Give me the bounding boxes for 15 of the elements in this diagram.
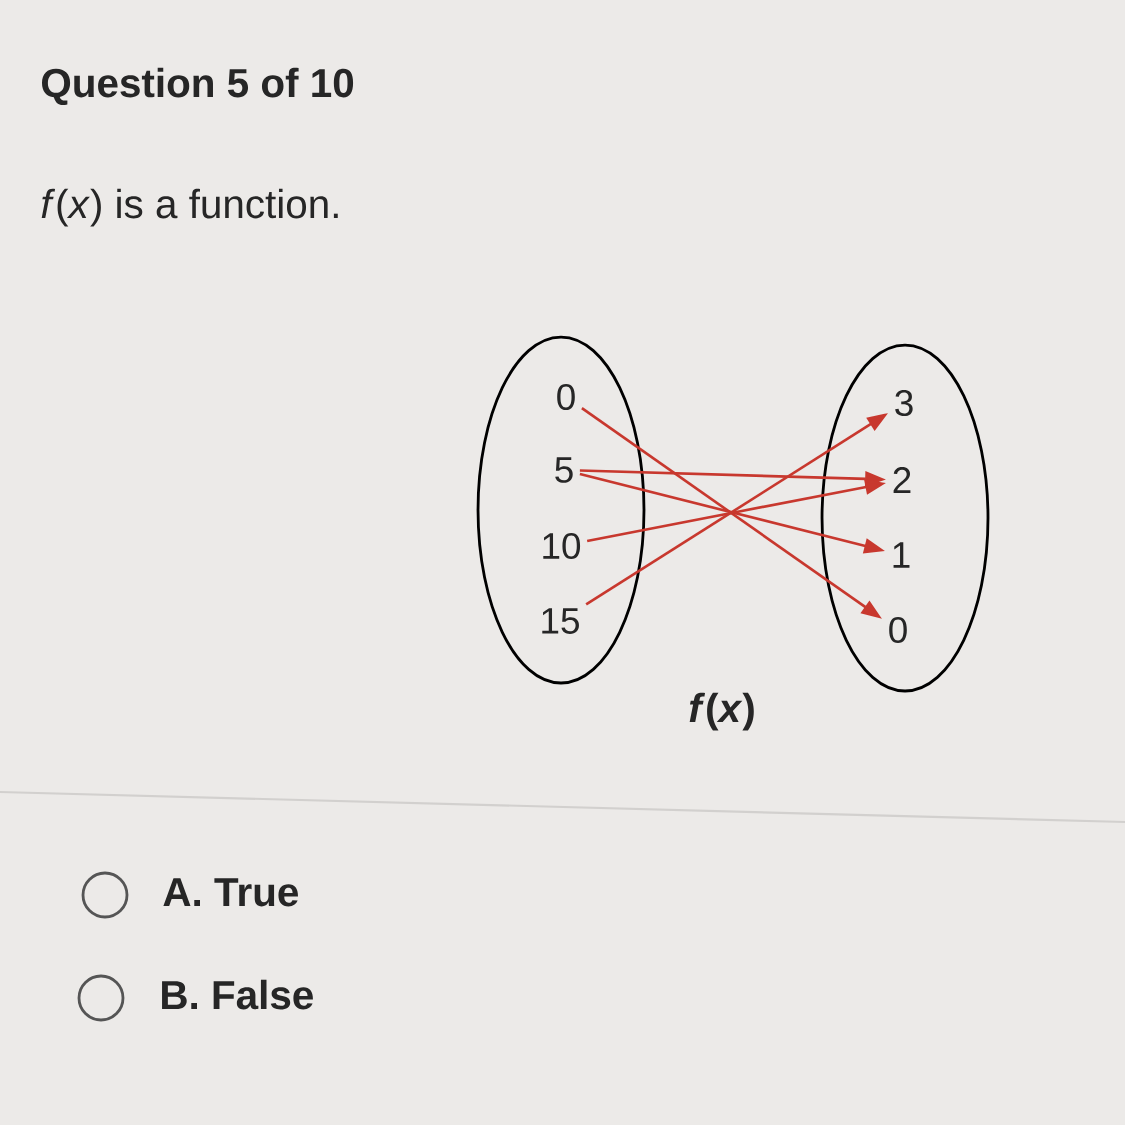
number-label: 5	[555, 457, 573, 483]
option-label: A. True	[163, 878, 298, 907]
number-label: 0	[889, 616, 907, 644]
number-label: 0	[557, 383, 575, 411]
oval	[820, 343, 990, 693]
number-label: 3	[895, 389, 913, 417]
number-label: 2	[893, 467, 911, 493]
option-label: B. False	[162, 979, 313, 1010]
question-title: Question 5 of 10	[42, 67, 354, 105]
number-label: 1	[893, 542, 910, 568]
question-text: f(x) is a function.	[41, 188, 338, 227]
oval	[476, 335, 646, 685]
number-label: 15	[542, 608, 579, 634]
function-label: f(x)	[689, 692, 754, 731]
number-label: 10	[543, 532, 581, 560]
